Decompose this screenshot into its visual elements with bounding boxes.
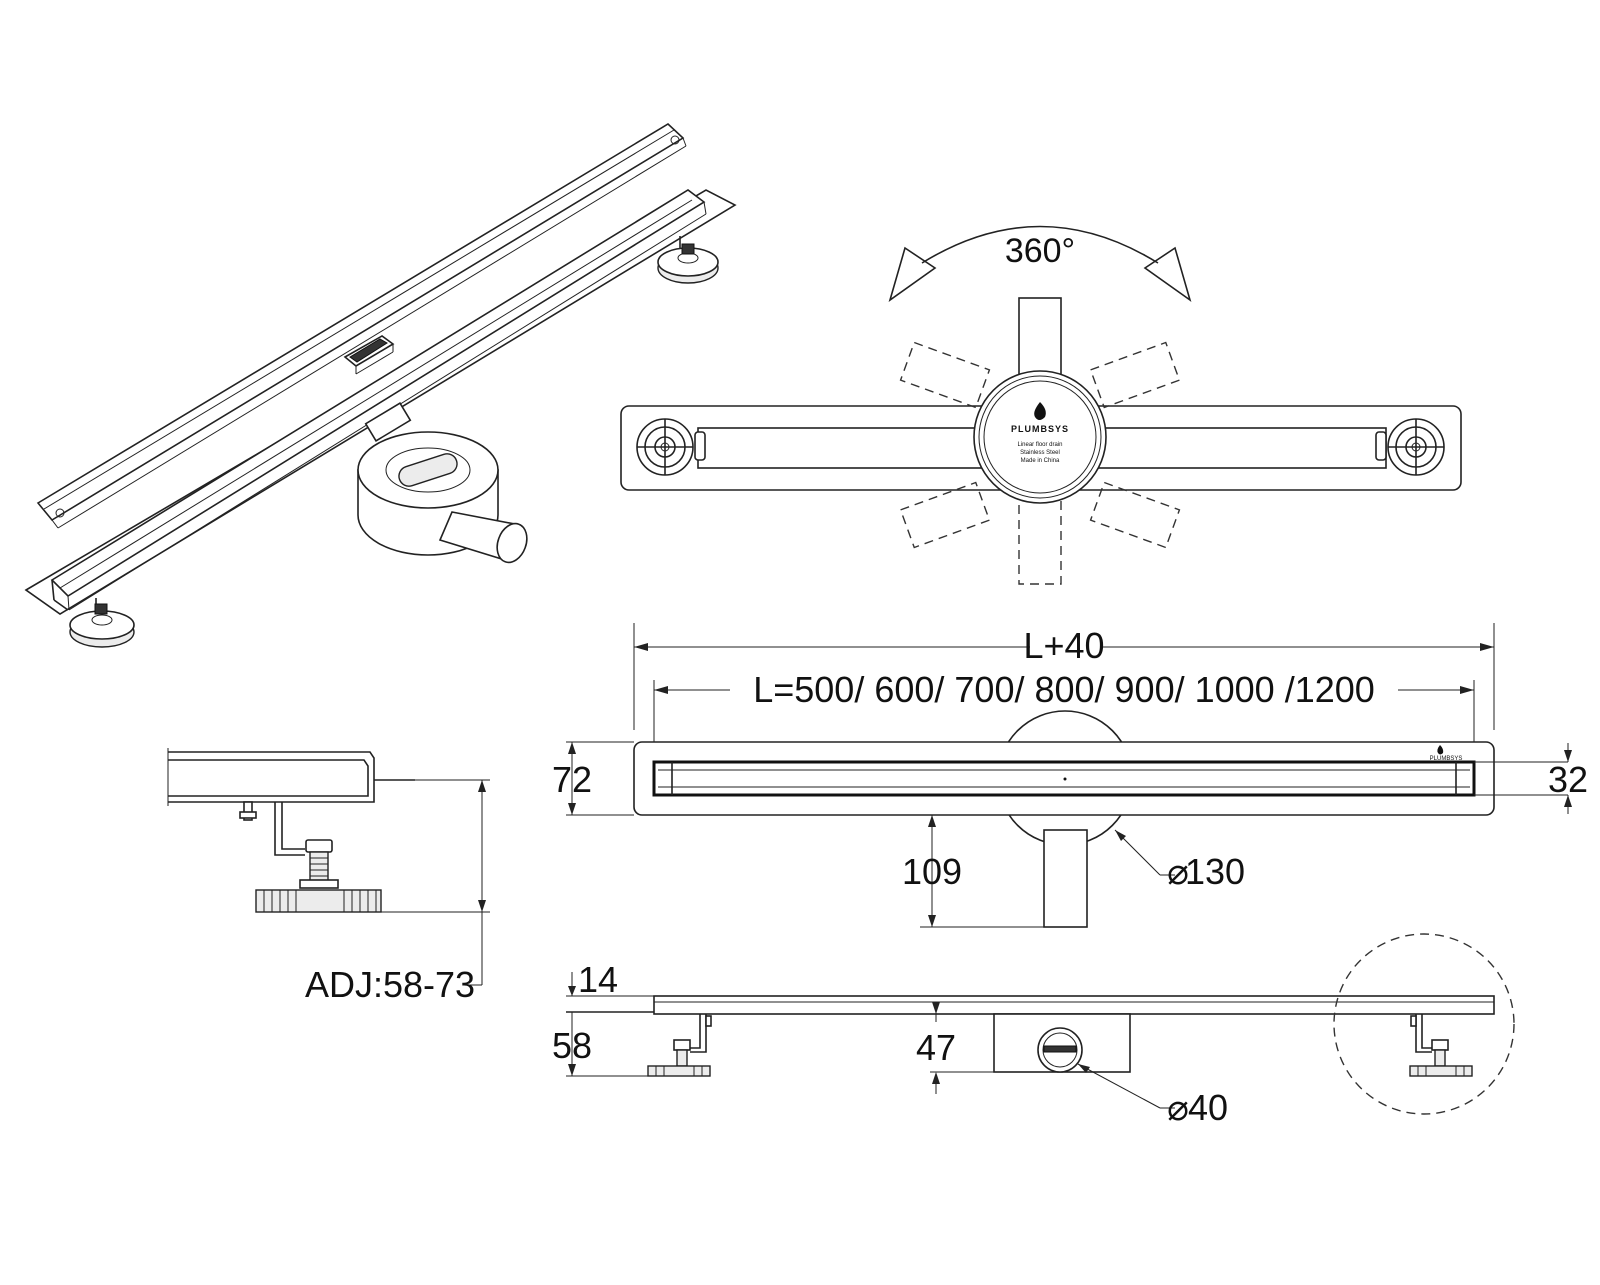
elev-top-plate	[653, 995, 1495, 1015]
iso-channel	[24, 189, 737, 615]
plan-logo: PLUMBSYS	[1430, 745, 1463, 762]
rotation-arrow-right	[1143, 246, 1192, 302]
iso-grate	[36, 123, 687, 529]
foot-top-left	[636, 418, 706, 476]
isometric-view	[24, 123, 737, 648]
side-detail: ADJ:58-73	[167, 748, 490, 1005]
detail-collar	[299, 879, 339, 889]
dim-body-height: 47	[916, 1027, 956, 1068]
plan-outlet-pipe	[1043, 829, 1088, 928]
plan-logo-text: PLUMBSYS	[1430, 756, 1463, 762]
dim-lengths: L=500/ 600/ 700/ 800/ 900/ 1000 /1200	[753, 669, 1375, 710]
detail-callout-circle	[1333, 933, 1515, 1115]
iso-channel-outlet	[364, 402, 412, 442]
dim-flange-height: 14	[578, 959, 618, 1000]
elev-foot-right	[1409, 1039, 1473, 1077]
detail-foot-knurl	[263, 890, 377, 912]
rotation-arc	[921, 225, 1159, 264]
top-view: 360° PLUMBSYS Linear floor drain Stainle…	[620, 225, 1462, 585]
iso-foot-right	[657, 236, 719, 284]
plan-view: L+40 L=500/ 600/ 700/ 800/ 900/ 1000 /12…	[552, 623, 1588, 928]
dim-frame-width: 72	[552, 759, 592, 800]
dim-total-length: L+40	[1023, 625, 1104, 666]
detail-screw	[309, 851, 329, 883]
foot-top-right	[1375, 418, 1445, 476]
dim-outlet-offset: 109	[902, 851, 962, 892]
dim-total-height: 58	[552, 1025, 592, 1066]
dim-body-diameter: 130	[1185, 851, 1245, 892]
dim-body-diameter-symbol: ⌀	[1167, 851, 1189, 892]
rotation-arrow-left	[888, 246, 937, 302]
iso-foot-left	[69, 598, 135, 648]
info-line-2: Stainless Steel	[1020, 450, 1060, 456]
brand-logo: PLUMBSYS Linear floor drain Stainless St…	[1011, 402, 1069, 464]
info-line-1: Linear floor drain	[1017, 442, 1062, 448]
info-line-3: Made in China	[1021, 458, 1060, 464]
dim-outlet-diameter: 40	[1188, 1087, 1228, 1128]
rotation-label: 360°	[1005, 232, 1075, 270]
dim-grate-width: 32	[1548, 759, 1588, 800]
logo-text: PLUMBSYS	[1011, 424, 1069, 434]
drain-body-circle	[973, 370, 1107, 504]
detail-foot-base	[255, 889, 382, 913]
iso-drain-body	[357, 431, 528, 564]
plan-grate	[652, 760, 1476, 797]
dim-outlet-diameter-symbol: ⌀	[1167, 1087, 1189, 1128]
detail-nut	[305, 839, 333, 853]
dim-adjustment: ADJ:58-73	[305, 964, 475, 1005]
iso-lifting-key	[343, 335, 395, 375]
side-elevation: 14 58 47 ⌀ 40	[552, 933, 1515, 1128]
elev-foot-left	[647, 1039, 711, 1077]
